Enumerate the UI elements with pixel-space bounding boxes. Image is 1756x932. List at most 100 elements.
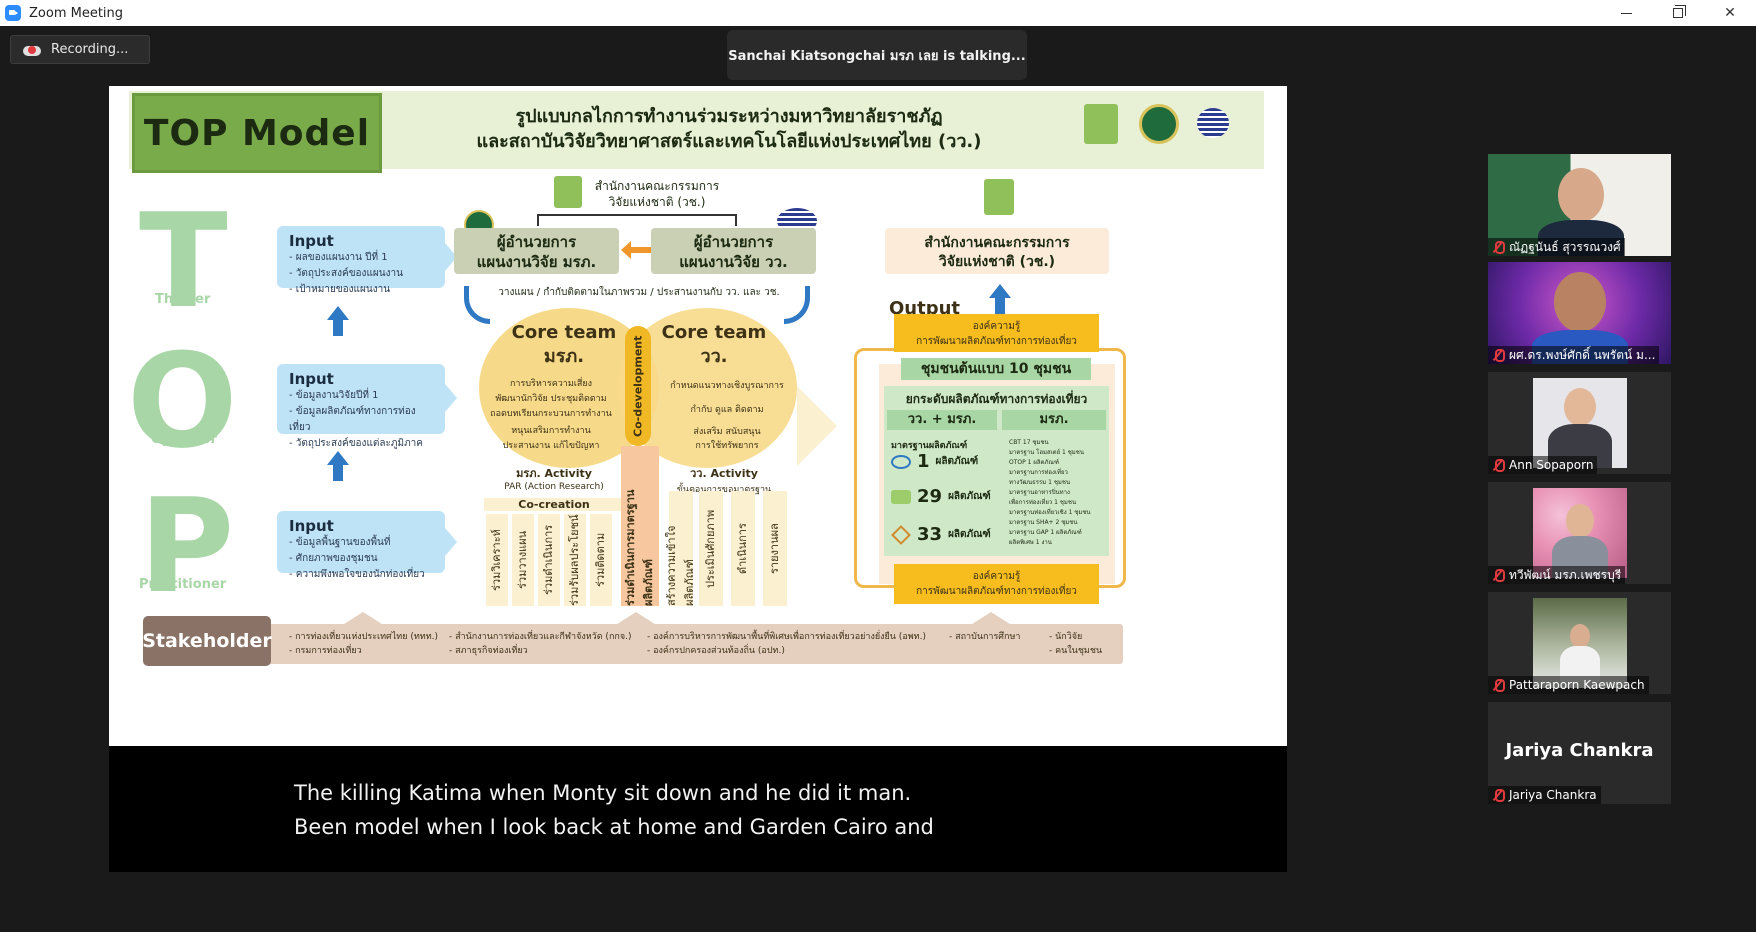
participant-face [1558,168,1604,222]
core-team-tistr-title: Core team วว. [661,322,767,367]
participant-name: Pattaraporn Kaewpach [1509,678,1645,692]
participant-tile[interactable]: Ann Sopaporn [1488,372,1671,474]
stakeholder-label: Stakeholder [142,616,272,666]
activity-title: วว. Activity [690,467,758,480]
input-title: Input [289,517,334,535]
participant-face [1554,272,1606,332]
core-row: ถอดบทเรียนกระบวนการทำงาน [490,409,612,419]
letter-o: O [127,325,238,477]
caption-thinker: Thinker [155,292,211,307]
recording-indicator[interactable]: Recording... [10,35,150,64]
participant-name: ผศ.ดร.พงษ์ศักดิ์ นพรัตน์ ม... [1509,347,1656,362]
input-item: - วัตถุประสงค์ของแต่ละภูมิภาค [289,438,423,449]
recording-label: Recording... [51,42,129,57]
letter-p: P [139,470,235,622]
participant-tile[interactable]: ณัฏฐนันธ์ สุวรรณวงศ์ [1488,154,1671,256]
standard-item: CBT 17 ชุมชน [1009,439,1049,446]
input-item: - ข้อมูลพื้นฐานของพื้นที่ [289,537,391,548]
participant-name-row: ทวีพัฒน์ มรภ.เพชรบุรี [1488,566,1626,584]
activity-column: ร่วมวางแผน [512,514,534,606]
restore-icon [1673,5,1686,18]
participant-face [1564,388,1596,426]
participant-face [1570,624,1590,648]
core-row: ส่งเสริม สนับสนุน การใช้ทรัพยากร [693,427,761,451]
activity-tistr: วว. Activity ขั้นตอนการขอมาตรฐาน [654,464,794,496]
standard-item: OTOP 1 ผลิตภัณฑ์ [1009,459,1059,466]
activity-column: ประเมินศักยภาพ [699,491,723,606]
count-number: 29 [917,486,943,507]
arrow-up-icon [327,306,349,336]
participant-tile[interactable]: ทวีพัฒน์ มรภ.เพชรบุรี [1488,482,1671,584]
participant-tile[interactable]: ผศ.ดร.พงษ์ศักดิ์ นพรัตน์ ม... [1488,262,1671,364]
participant-tile[interactable]: Pattaraporn Kaewpach [1488,592,1671,694]
participant-name: Jariya Chankra [1509,788,1597,802]
university-seal-logo [1139,104,1179,144]
upgrade-title: ยกระดับผลิตภัณฑ์ทางการท่องเที่ยว [905,392,1088,406]
input-box-operator: Input - ข้อมูลงานวิจัยปีที่ 1 - ข้อมูลผล… [277,364,445,449]
input-item: - วัตถุประสงค์ของแผนงาน [289,268,403,279]
community-models: ชุมชนต้นแบบ 10 ชุมชน [901,358,1091,380]
arrow-up-icon [327,451,349,481]
count-unit: ผลิตภัณฑ์ [948,491,991,502]
stake-arrow-icon [614,612,658,626]
shared-screen[interactable]: TOP Model รูปแบบกลไกการทำงานร่วมระหว่างม… [109,86,1287,872]
standard-item: ผลิตพิเศษ 1 งาน [1009,539,1052,546]
count-row: 33 ผลิตภัณฑ์ [891,524,991,545]
activity-column: ร่วมรับผลประโยชน์ [564,514,586,606]
participant-tile[interactable]: Jariya Chankra Jariya Chankra [1488,702,1671,804]
director-university: ผู้อำนวยการ แผนงานวิจัย มรภ. [454,228,619,274]
presentation-slide: TOP Model รูปแบบกลไกการทำงานร่วมระหว่างม… [109,86,1287,746]
quality-mark-icon [891,489,911,504]
window-titlebar: Zoom Meeting ✕ [0,0,1756,26]
nrct-output-box: สำนักงานคณะกรรมการ วิจัยแห่งชาติ (วช.) [885,228,1109,274]
activity-column: ดำเนินการ [731,491,755,606]
participant-name-row: Ann Sopaporn [1488,456,1598,474]
curved-arrow-icon [784,286,810,324]
minimize-button[interactable] [1600,0,1652,26]
slide-title: รูปแบบกลไกการทำงานร่วมระหว่างมหาวิทยาลัย… [409,104,1049,154]
core-row: กำหนดแนวทางเชิงบูรณาการ [670,381,784,391]
activity-university: มรภ. Activity PAR (Action Research) [484,464,624,492]
caption-line: The killing Katima when Monty sit down a… [294,781,912,805]
core-team-university-title: Core team มรภ. [511,322,617,367]
input-item: - ข้อมูลผลิตภัณฑ์ทางการท่องเที่ยว [289,406,416,433]
tistr-logo [1197,108,1229,138]
mic-muted-icon [1492,789,1505,802]
stakeholder-bar [143,624,1123,664]
close-button[interactable]: ✕ [1704,0,1756,26]
stakeholder-item: - นักวิจัย - คนในชุมชน [1049,632,1103,656]
stakeholder-item: - สำนักงานการท่องเที่ยวและกีฬาจังหวัด (ก… [449,632,632,656]
col-head-university: มรภ. [1002,410,1106,430]
core-row: หนุนเสริมการทำงาน [511,426,591,436]
count-number: 33 [917,524,943,545]
caption-line: Been model when I look back at home and … [294,815,934,839]
activity-column: รายงานผล [763,491,787,606]
slide-logo-title: TOP Model [132,93,382,173]
co-creation-label: Co-creation [484,498,624,511]
letter-t: T [139,185,228,337]
co-development-label: Co-development [625,326,651,446]
standard-item: มาตรฐานท่องเที่ยวเชิง 1 ชุมชน [1009,509,1091,516]
standard-item: มาตรฐาน GAP 1 ผลิตภัณฑ์ [1009,529,1082,536]
activity-column: ร่วมวิเคราะห์ [486,514,508,606]
input-item: - ความพึงพอใจของนักท่องเที่ยว [289,569,425,580]
standard-item: มาตรฐาน โฮมสเตย์ 1 ชุมชน [1009,449,1084,456]
center-standard-column: ร่วมดำเนินการมาตรฐานผลิตภัณฑ์ [621,446,659,606]
stake-arrow-icon [341,612,385,626]
standards-list: CBT 17 ชุมชน มาตรฐาน โฮมสเตย์ 1 ชุมชน OT… [1009,438,1107,548]
stakeholder-item: - การท่องเที่ยวแห่งประเทศไทย (ททท.) - กร… [289,632,439,656]
slide-title-line2: และสถาบันวิจัยวิทยาศาสตร์และเทคโนโลยีแห่… [476,131,982,152]
close-icon: ✕ [1724,5,1736,21]
participant-name: ณัฏฐนันธ์ สุวรรณวงศ์ [1509,239,1621,254]
input-item: - เป้าหมายของแผนงาน [289,284,391,295]
activity-sub: PAR (Action Research) [504,482,604,492]
active-speaker-banner: Sanchai Kiatsongchai มรภ เลย is talking.… [727,30,1027,80]
nrct-logo [984,179,1014,215]
restore-button[interactable] [1652,0,1704,26]
active-speaker-text: Sanchai Kiatsongchai มรภ เลย is talking.… [728,48,1026,64]
standard-label: มาตรฐานผลิตภัณฑ์ [891,441,968,451]
slide-title-line1: รูปแบบกลไกการทำงานร่วมระหว่างมหาวิทยาลัย… [515,106,943,127]
live-captions: The killing Katima when Monty sit down a… [294,776,1094,844]
org-connector [537,214,737,226]
big-arrow-right-icon [797,386,837,466]
